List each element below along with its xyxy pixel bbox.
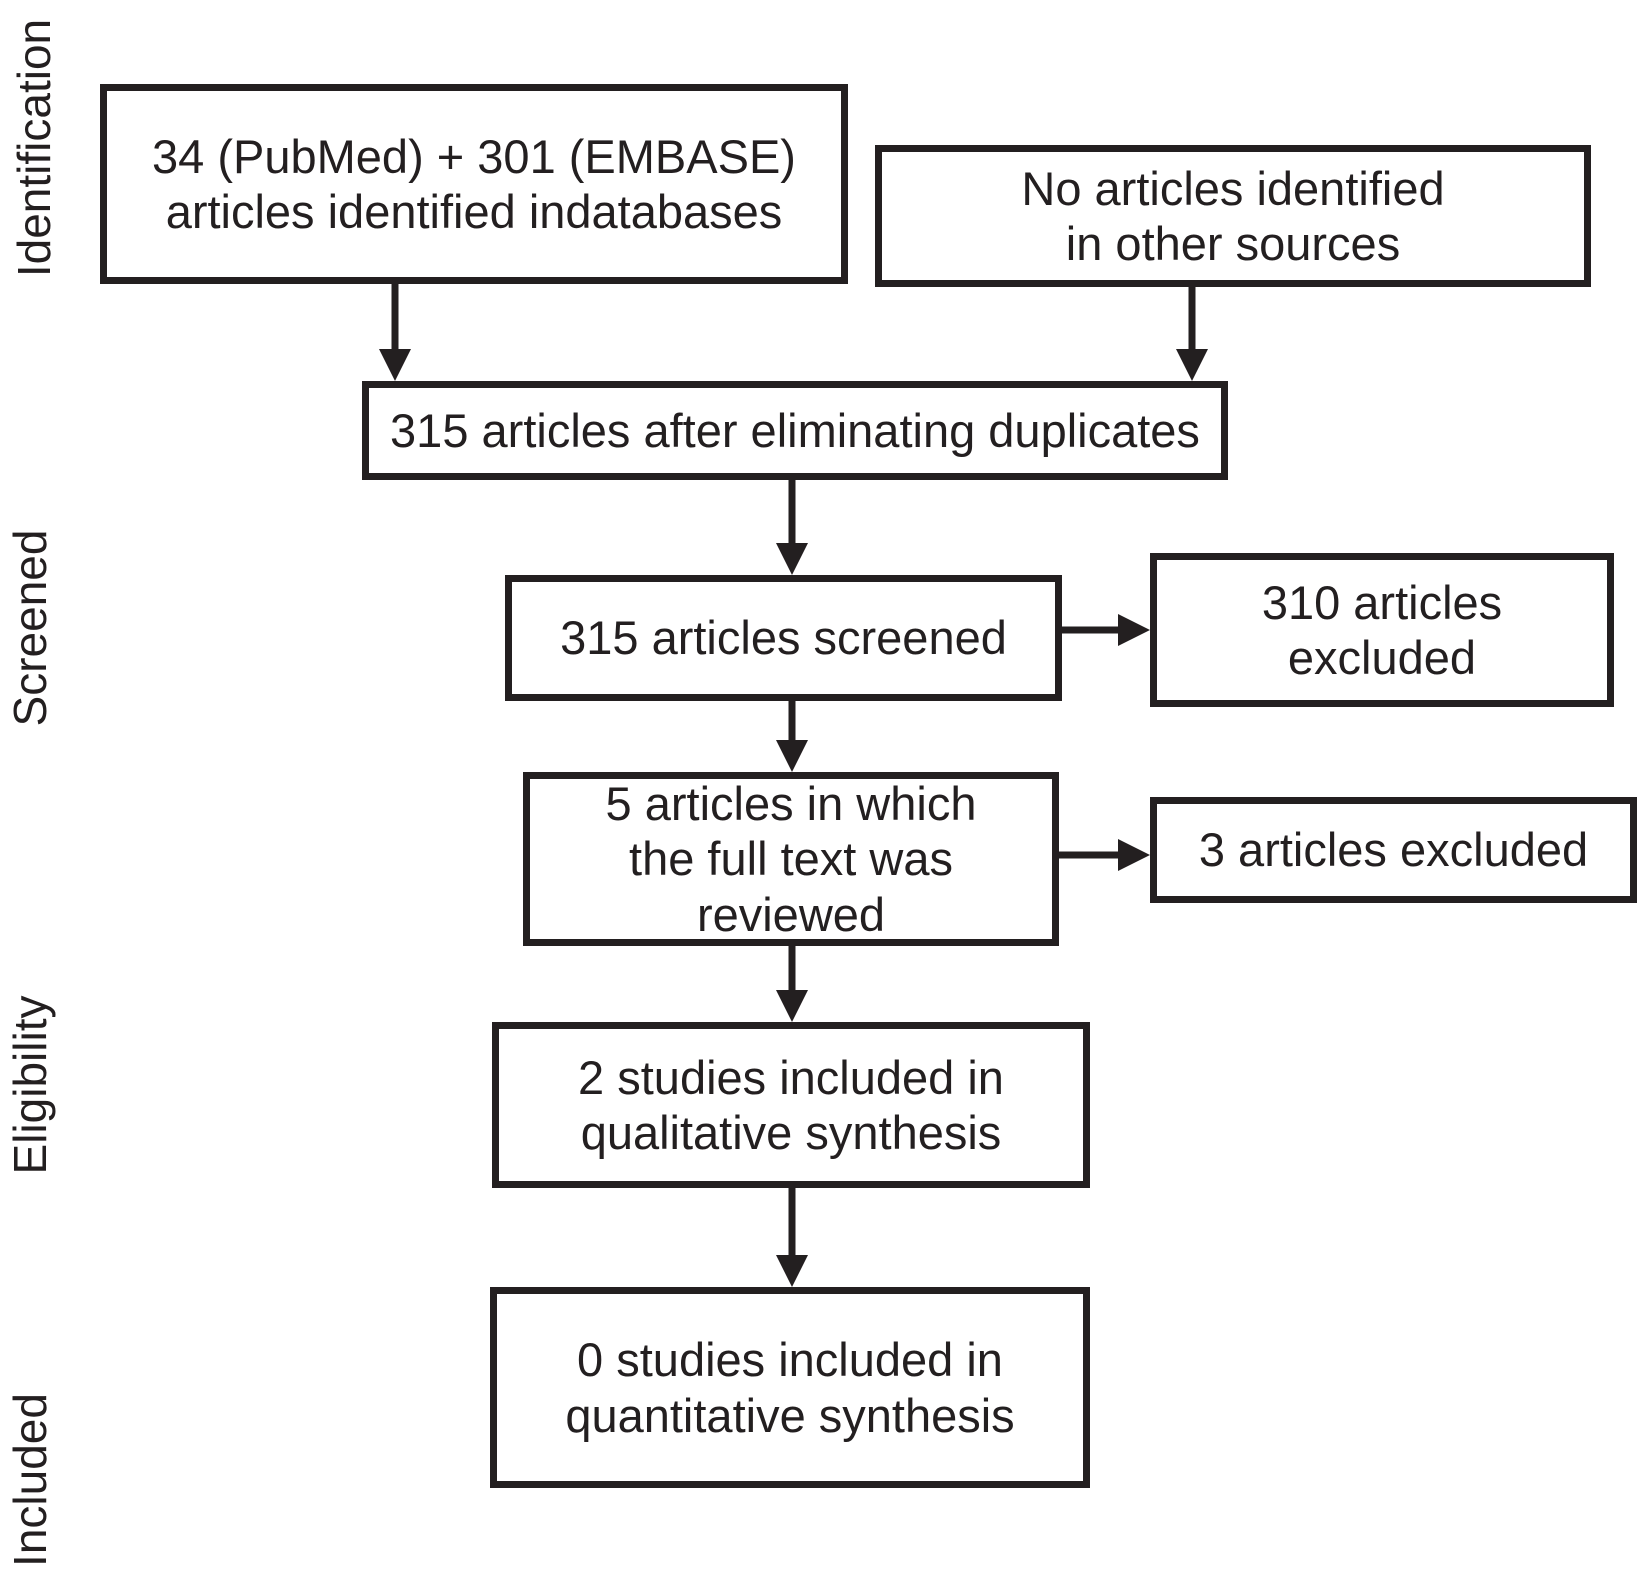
box-after-duplicates-line1: 315 articles after eliminating duplicate… (390, 403, 1200, 457)
box-other-sources-line2: in other sources (1065, 217, 1401, 270)
box-databases-identified: 34 (PubMed) + 301 (EMBASE) articles iden… (100, 84, 848, 284)
box-excluded-screening-line1: 310 articles (1261, 575, 1503, 629)
box-full-text-line3: reviewed (696, 887, 886, 941)
stage-label-included: Included (4, 1393, 56, 1567)
arrow-qualitative-to-quantitative (776, 1186, 808, 1287)
arrow-fulltext-to-qualitative (776, 944, 808, 1022)
box-full-text-line1: 5 articles in which (605, 776, 977, 830)
box-excluded-full-text-line1: 3 articles excluded (1198, 823, 1589, 877)
box-excluded-screening-line2: excluded (1287, 631, 1477, 684)
box-excluded-screening: 310 articles excluded (1150, 553, 1614, 707)
box-other-sources: No articles identified in other sources (875, 145, 1591, 287)
arrow-duplicates-to-screened (776, 478, 808, 575)
box-full-text-reviewed: 5 articles in which the full text was re… (523, 772, 1059, 946)
box-articles-screened: 315 articles screened (505, 575, 1062, 701)
arrow-screened-to-fulltext (776, 699, 808, 772)
stage-label-identification: Identification (8, 18, 60, 278)
arrow-other-sources-to-duplicates (1176, 287, 1208, 381)
arrow-fulltext-to-excluded3 (1057, 839, 1150, 871)
arrow-databases-to-duplicates (379, 283, 411, 381)
box-after-duplicates: 315 articles after eliminating duplicate… (362, 381, 1228, 480)
stage-label-eligibility: Eligibility (4, 995, 56, 1175)
box-qualitative-line2: qualitative synthesis (580, 1106, 1002, 1159)
arrow-screened-to-excluded310 (1060, 614, 1150, 646)
box-full-text-line2: the full text was (629, 832, 953, 886)
box-other-sources-line1: No articles identified (1021, 161, 1445, 215)
box-databases-line1: 34 (PubMed) + 301 (EMBASE) (152, 129, 796, 183)
box-quantitative-line2: quantitative synthesis (565, 1388, 1015, 1442)
stage-label-screened: Screened (4, 529, 56, 727)
box-qualitative-synthesis: 2 studies included in qualitative synthe… (492, 1022, 1090, 1188)
box-quantitative-synthesis: 0 studies included in quantitative synth… (490, 1287, 1090, 1488)
box-quantitative-line1: 0 studies included in (577, 1333, 1003, 1387)
box-databases-line2: articles identified indatabases (165, 185, 783, 238)
box-articles-screened-line1: 315 articles screened (560, 611, 1007, 665)
box-excluded-full-text: 3 articles excluded (1150, 797, 1637, 903)
box-qualitative-line1: 2 studies included in (578, 1050, 1004, 1104)
